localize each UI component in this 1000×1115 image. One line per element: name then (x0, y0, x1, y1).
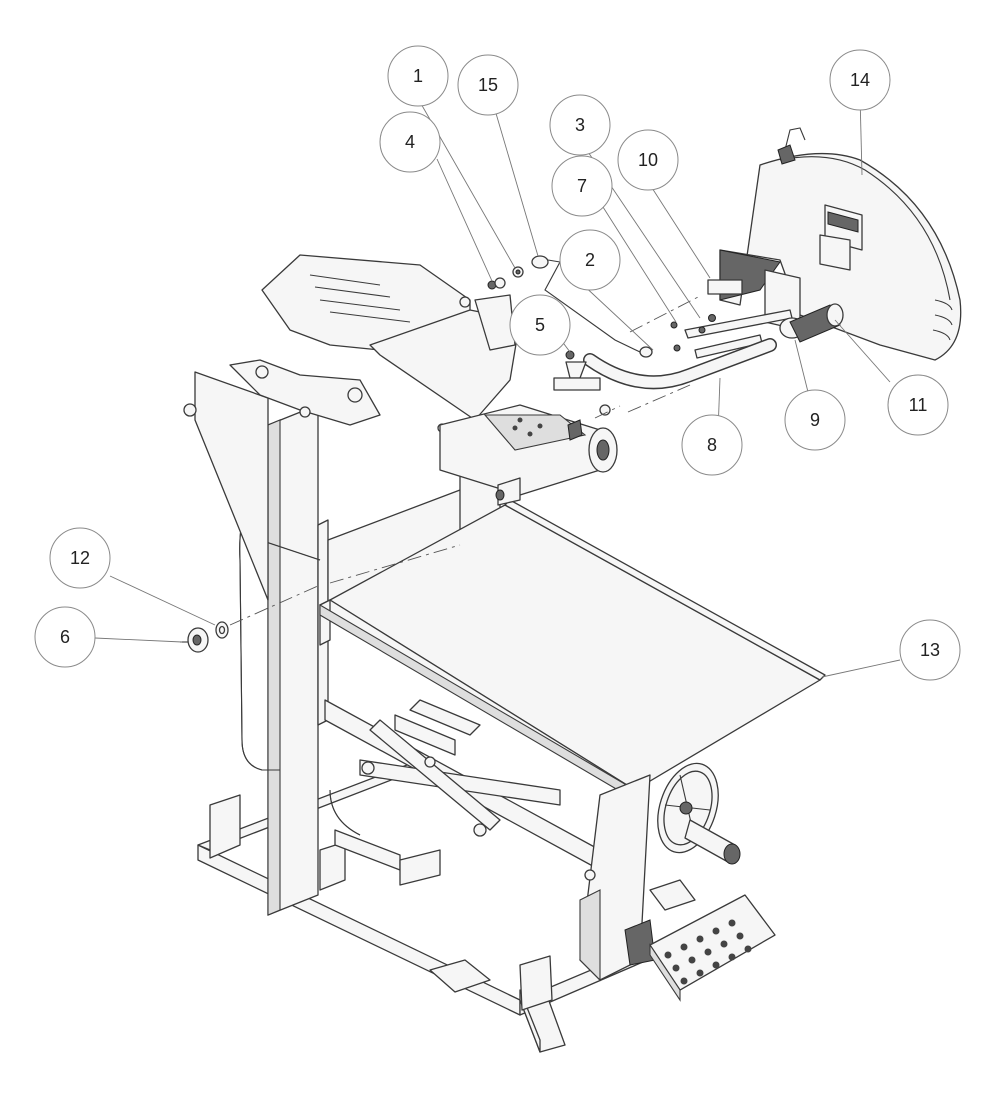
callout-5: 5 (509, 294, 571, 356)
callout-13: 13 (899, 619, 961, 681)
saw-arm (369, 294, 521, 433)
callout-label: 10 (638, 150, 658, 170)
callout-label: 9 (810, 410, 820, 430)
callout-label: 11 (909, 395, 928, 415)
leader-lines (94, 94, 901, 678)
callout-label: 13 (920, 640, 940, 660)
callout-label: 1 (413, 66, 423, 86)
hardware (487, 255, 743, 416)
callout-label: 2 (585, 250, 595, 270)
left-column (267, 404, 329, 916)
saw-carriage (229, 254, 471, 426)
callout-label: 12 (70, 548, 90, 568)
knob-washer (180, 621, 229, 653)
callout-label: 14 (850, 70, 870, 90)
callout-1: 1 (387, 45, 449, 107)
hand-wheel (657, 762, 741, 865)
callout-label: 8 (707, 435, 717, 455)
callout-8: 8 (681, 414, 743, 476)
callout-label: 6 (60, 627, 70, 647)
callout-11: 11 (887, 374, 949, 436)
callout-label: 7 (577, 176, 587, 196)
callout-label: 5 (535, 315, 545, 335)
callout-label: 3 (575, 115, 585, 135)
callout-9: 9 (784, 389, 846, 451)
callout-2: 2 (559, 229, 621, 291)
water-tray (319, 499, 826, 801)
callout-7: 7 (551, 155, 613, 217)
guard-bracket (684, 269, 805, 359)
lift-mechanism (324, 699, 601, 871)
callout-15: 15 (457, 54, 519, 116)
callout-6: 6 (34, 606, 96, 668)
center-lines (229, 295, 701, 626)
callout-3: 3 (549, 94, 611, 156)
left-side-plate (183, 371, 269, 601)
support-rod (583, 338, 777, 390)
front-right-leg (579, 774, 656, 982)
callout-label: 4 (405, 132, 415, 152)
callout-10: 10 (617, 129, 679, 191)
callout-14: 14 (829, 49, 891, 111)
callout-12: 12 (49, 527, 111, 589)
callout-4: 4 (379, 111, 441, 173)
foot-pedal (649, 894, 776, 1002)
blade-guard (719, 127, 962, 361)
arbor-head (439, 404, 618, 506)
callout-label: 15 (478, 75, 498, 95)
